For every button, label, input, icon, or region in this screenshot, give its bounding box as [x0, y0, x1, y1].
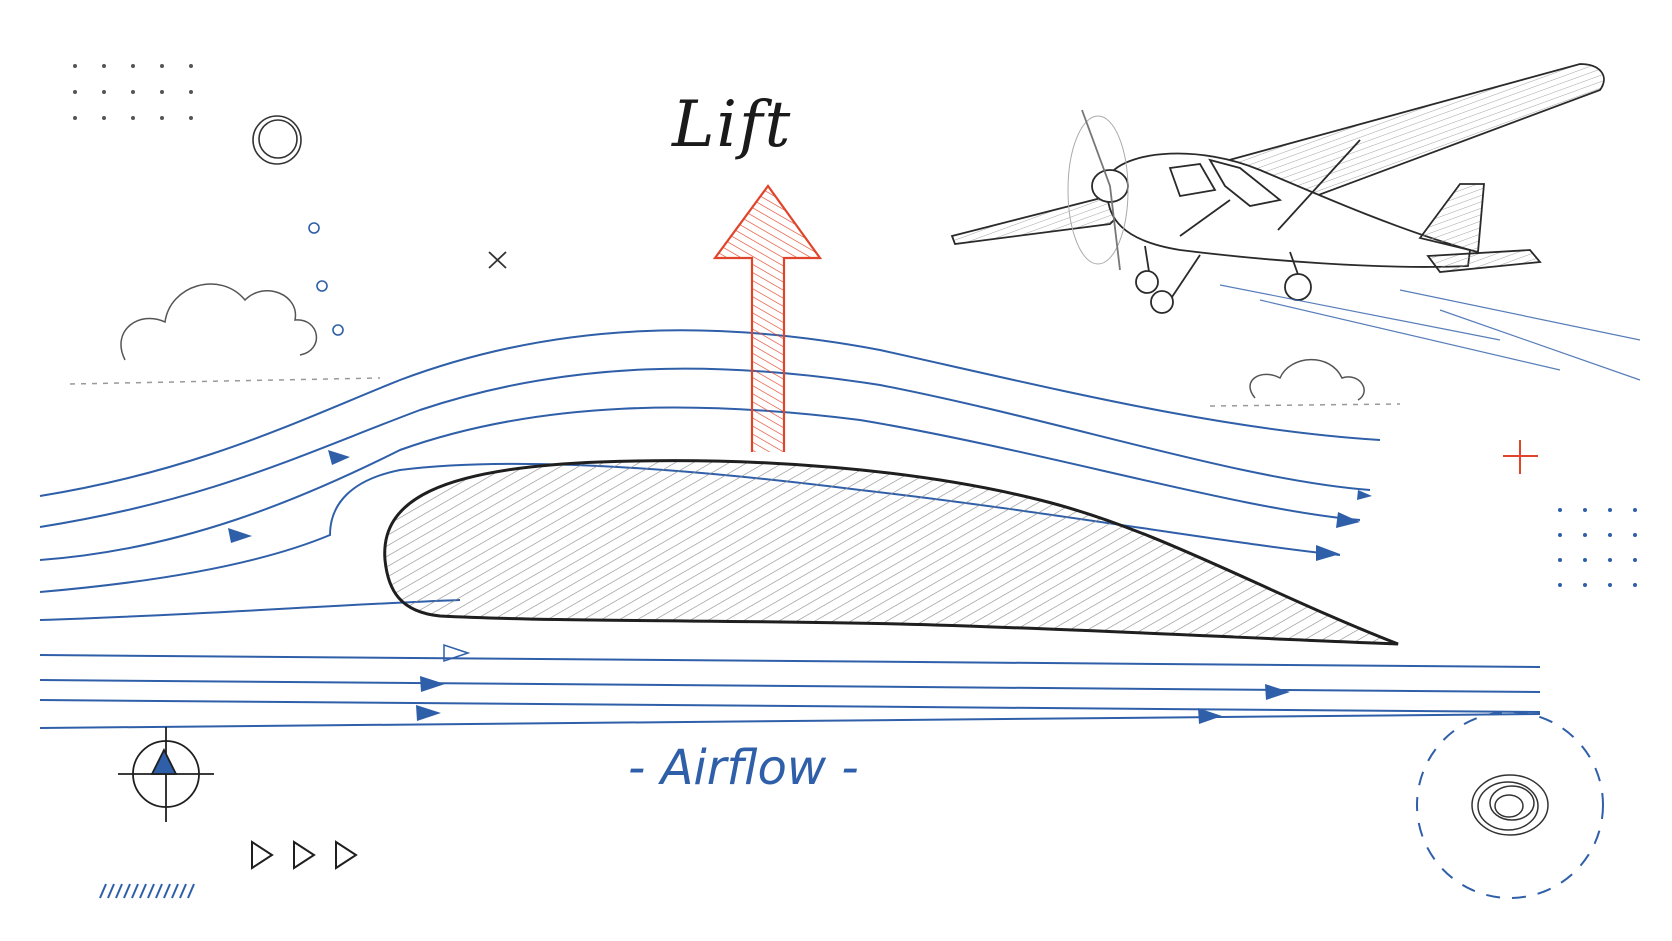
hash-marks: [99, 883, 195, 899]
crosshair-icon: [118, 727, 214, 822]
streamlines-lower: [39, 654, 1541, 729]
airfoil-shape: [383, 459, 1399, 646]
speed-lines: [1219, 284, 1641, 381]
cloud-icon: [1209, 358, 1401, 407]
play-triangle-icon: [251, 840, 358, 870]
scribble-circle-icon: [1416, 711, 1604, 899]
plus-icon: [1503, 440, 1538, 474]
dot-grid-top-left: [73, 64, 193, 120]
x-icon: [488, 251, 507, 269]
small-circles: [308, 222, 344, 336]
airplane-icon: [950, 63, 1605, 314]
lift-arrow: [712, 184, 823, 452]
airflow-label: - Airflow -: [628, 740, 859, 796]
lift-label: Lift: [672, 88, 793, 162]
flow-arrows: [228, 450, 1372, 724]
scribble-circle-icon: [252, 115, 302, 165]
dot-grid-right: [1558, 508, 1637, 587]
cloud-icon: [69, 283, 381, 385]
